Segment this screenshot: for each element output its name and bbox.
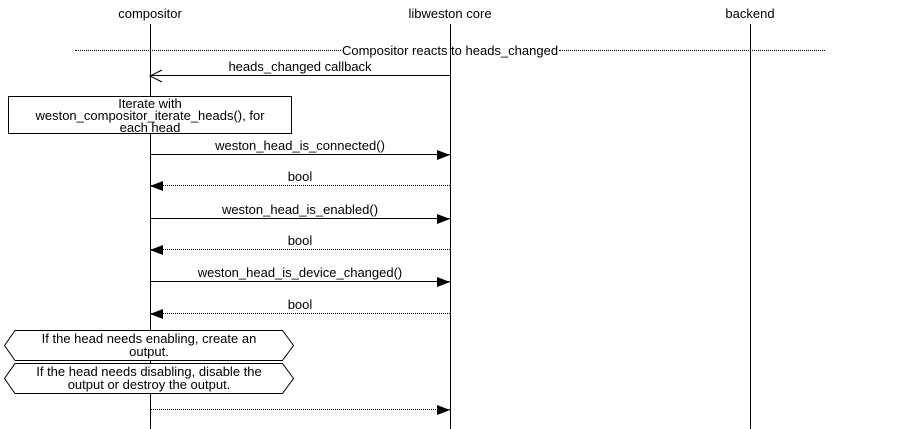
message-label: heads_changed callback <box>228 59 372 74</box>
filled-arrowhead-left-icon <box>150 245 163 255</box>
message-line <box>150 154 450 155</box>
message-line <box>150 409 450 410</box>
open-arrowhead-left-icon <box>149 69 163 83</box>
filled-arrowhead-left-icon <box>150 309 163 319</box>
filled-arrowhead-left-icon <box>150 181 163 191</box>
participant-label-backend: backend <box>725 6 775 21</box>
message-line <box>150 249 450 250</box>
message-label: bool <box>287 169 313 184</box>
message-return-bool-1: bool <box>150 169 450 191</box>
message-line <box>150 313 450 314</box>
message-label: weston_head_is_device_changed() <box>197 265 403 280</box>
filled-arrowhead-right-icon <box>437 214 450 224</box>
message-label: bool <box>287 233 313 248</box>
filled-arrowhead-right-icon <box>437 277 450 287</box>
divider-dotted-line-left <box>75 50 341 51</box>
lifeline-backend <box>750 24 751 429</box>
message-label: weston_head_is_enabled() <box>221 202 379 217</box>
hexnote-enable-output: If the head needs enabling, create an ou… <box>4 330 294 361</box>
filled-arrowhead-right-icon <box>437 150 450 160</box>
hexagon-shape-icon <box>4 330 294 361</box>
hexnote-disable-output: If the head needs disabling, disable the… <box>4 363 294 394</box>
message-line <box>150 75 450 76</box>
message-return-bool-2: bool <box>150 233 450 255</box>
message-line <box>150 185 450 186</box>
message-heads-changed-callback: heads_changed callback <box>149 59 450 83</box>
message-return-bool-3: bool <box>150 297 450 319</box>
hexnote-text: If the head needs disabling, disable the… <box>36 364 262 392</box>
filled-arrowhead-right-icon <box>437 405 450 415</box>
lifeline-compositor <box>150 24 151 429</box>
message-label: weston_head_is_connected() <box>215 138 385 153</box>
hexnote-text: If the head needs enabling, create an ou… <box>41 331 257 359</box>
divider-dotted-line-right <box>559 50 826 51</box>
message-weston-head-is-connected: weston_head_is_connected() <box>150 138 450 160</box>
divider-label: Compositor reacts to heads_changed <box>341 43 559 58</box>
message-weston-head-is-device-changed: weston_head_is_device_changed() <box>150 265 450 287</box>
divider-compositor-reacts: Compositor reacts to heads_changed <box>75 43 826 58</box>
hexagon-shape-icon <box>4 363 294 394</box>
message-unlabeled-return <box>150 396 450 415</box>
note-iterate-heads: Iterate with weston_compositor_iterate_h… <box>8 96 292 134</box>
participant-label-libweston-core: libweston core <box>408 6 492 21</box>
lifeline-libweston-core <box>450 24 451 429</box>
message-line <box>150 218 450 219</box>
message-label: bool <box>287 297 313 312</box>
message-weston-head-is-enabled: weston_head_is_enabled() <box>150 202 450 224</box>
message-line <box>150 281 450 282</box>
participant-label-compositor: compositor <box>118 6 182 21</box>
